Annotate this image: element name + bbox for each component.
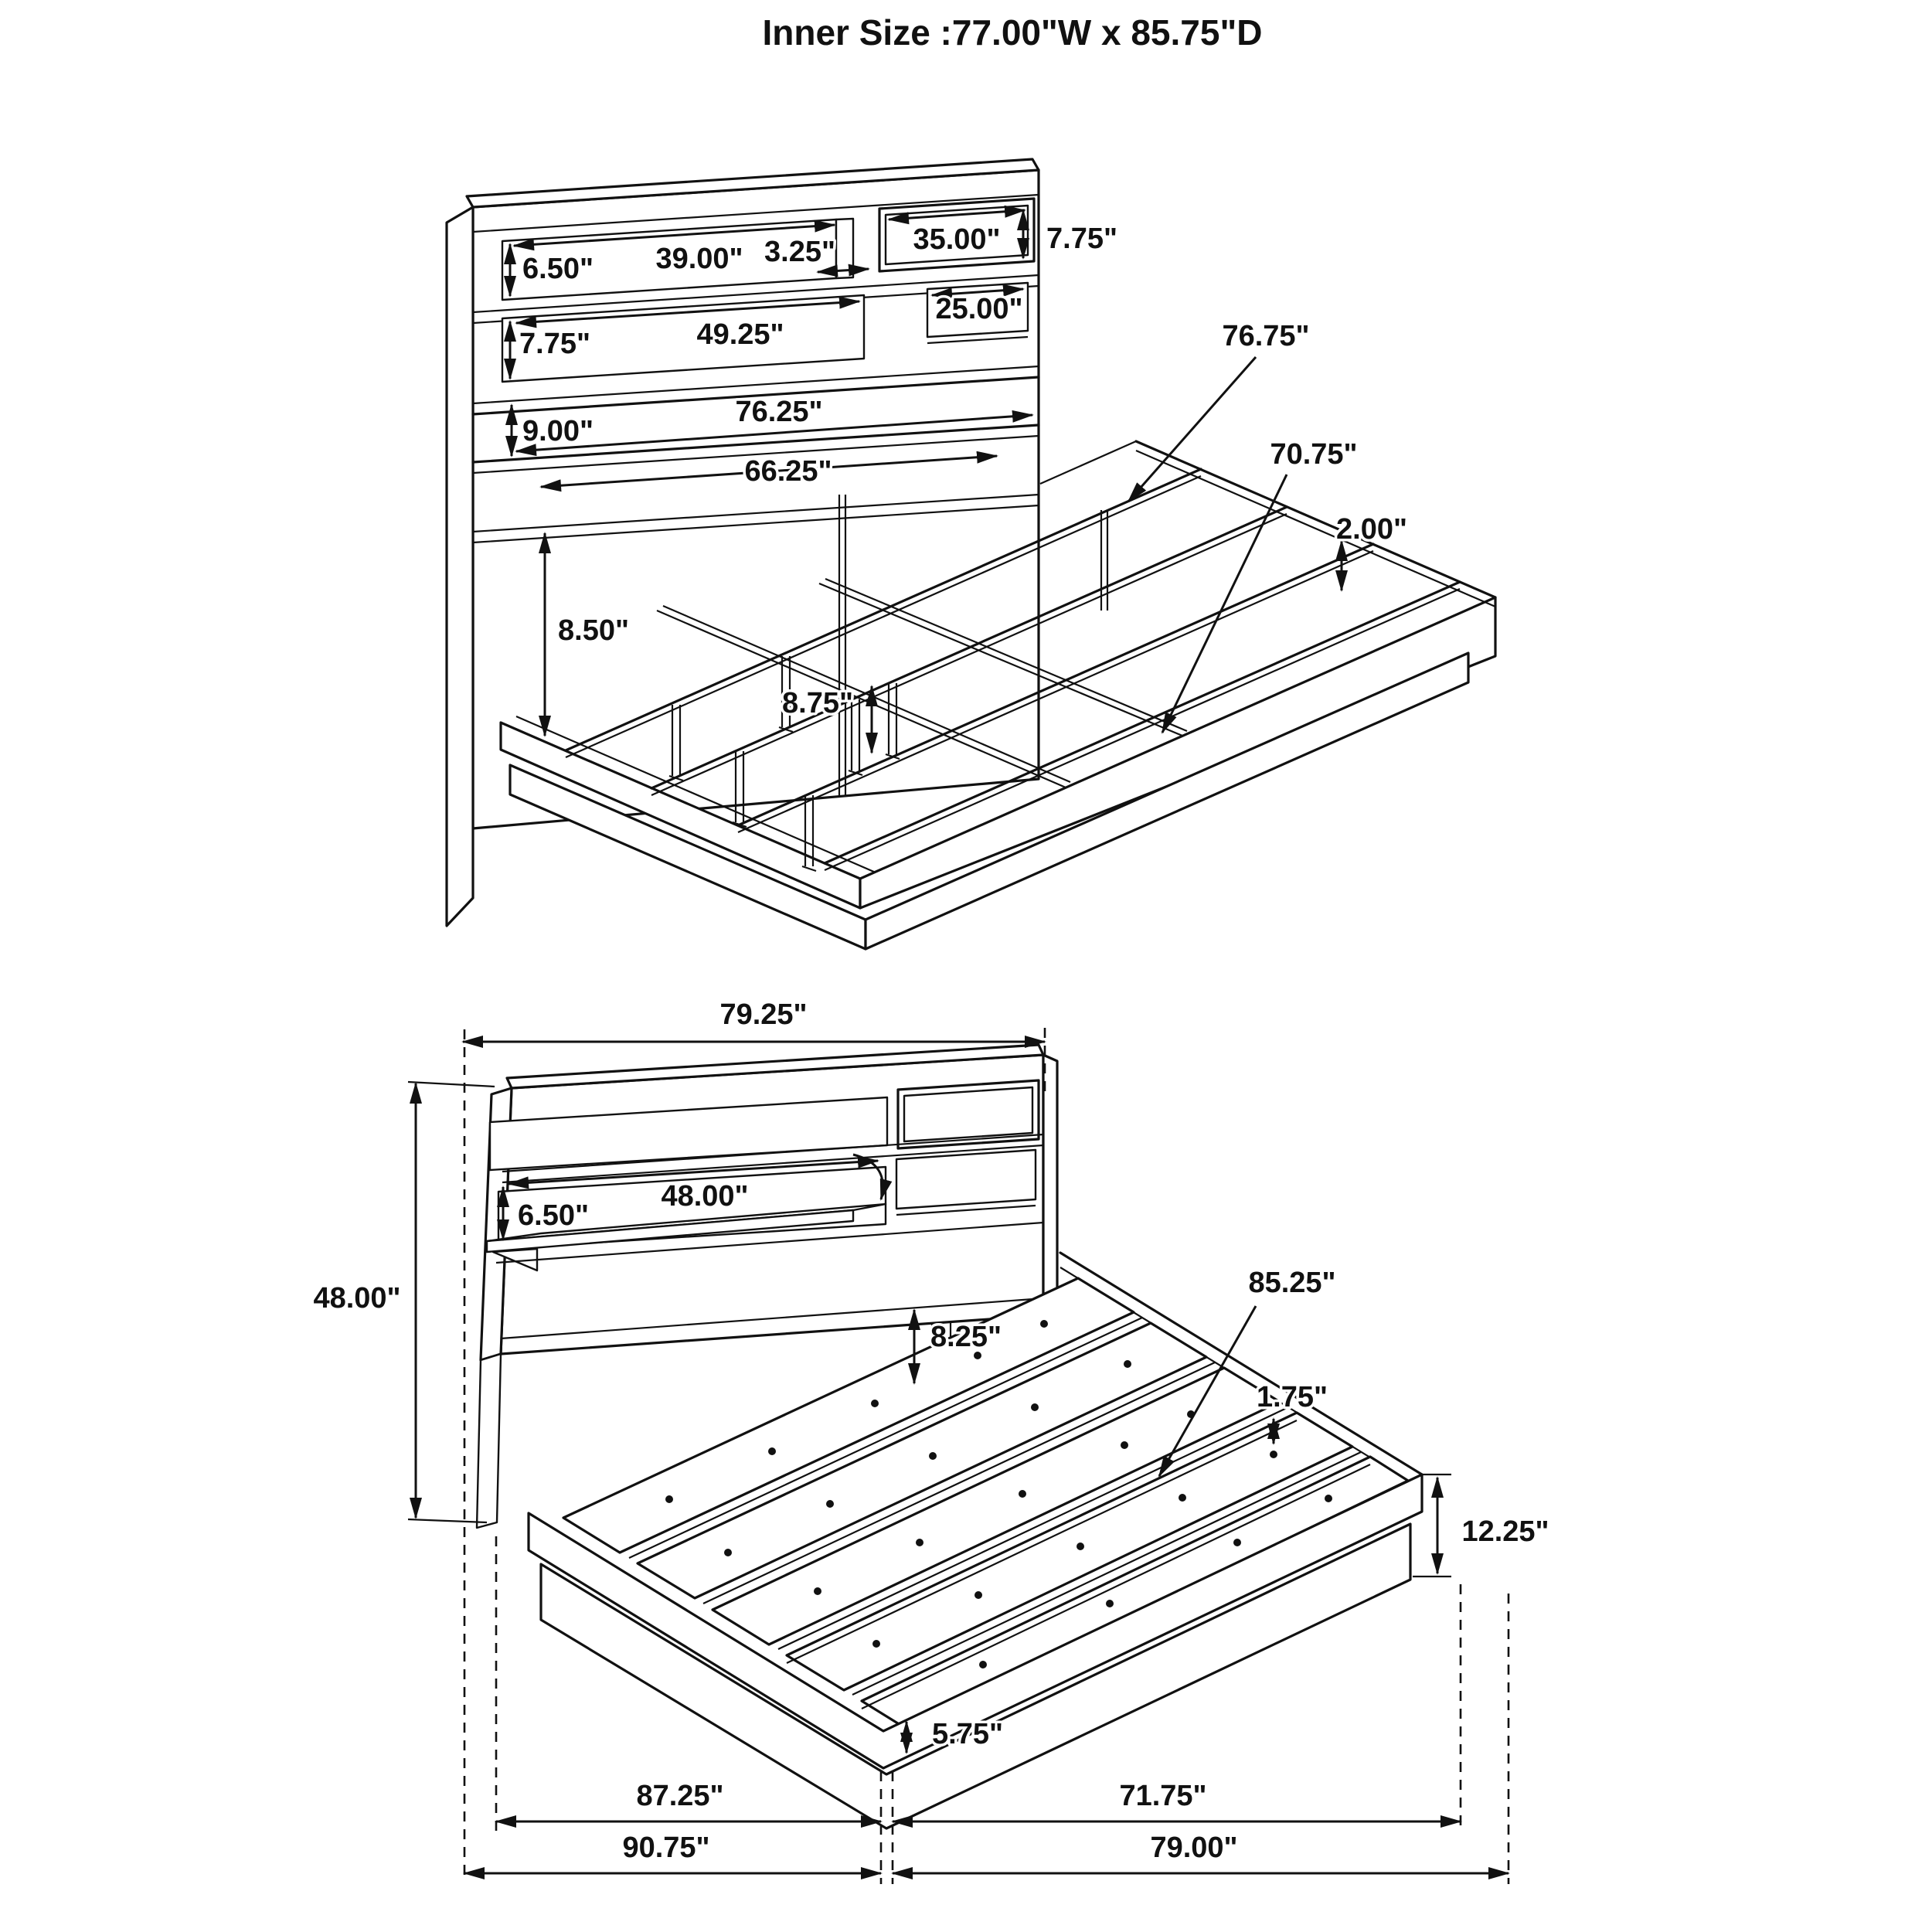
gap-rails xyxy=(628,1317,1362,1696)
dim-band-height-label: 9.00" xyxy=(522,415,594,447)
dim-cubby-height-label: 7.75" xyxy=(1046,223,1117,255)
bottom-view-platform xyxy=(527,1251,1423,1830)
headboard-right-side xyxy=(1042,1053,1059,1323)
lower-panel-bottom-line xyxy=(500,1297,1044,1340)
platform-height-ticks xyxy=(1413,1473,1451,1578)
dim-headboard-height-label: 48.00" xyxy=(313,1282,400,1315)
dim-cubby-width-arrow xyxy=(887,205,1026,225)
dim-cubby-width-label: 35.00" xyxy=(913,223,1000,256)
far-rail-top-edge xyxy=(1134,440,1497,599)
slat-plank-1 xyxy=(562,1277,1135,1554)
dim-lower-width-label: 66.25" xyxy=(744,455,832,488)
dim-inner-width-label: 71.75" xyxy=(1119,1780,1206,1812)
headboard-left-side xyxy=(445,206,474,927)
headboard-left-leg xyxy=(475,1352,502,1529)
head-rail-edge xyxy=(1039,440,1137,485)
shelf-line xyxy=(472,365,1039,405)
dim-band-width-label: 76.25" xyxy=(735,396,822,428)
dim-headboard-width-label: 79.25" xyxy=(719,998,807,1031)
dim-outer-length-label: 90.75" xyxy=(622,1832,709,1864)
niche-opening xyxy=(895,1148,1037,1210)
shelf-divider xyxy=(835,217,855,280)
dim-side-rail-label: 76.75" xyxy=(1222,320,1309,352)
lower-panel-top-line xyxy=(495,1221,1044,1264)
lower-band-line2 xyxy=(472,504,1039,544)
band-top-line xyxy=(471,376,1040,416)
dim-base-tip-label: 5.75" xyxy=(932,1718,1003,1750)
slat-plank-3 xyxy=(711,1366,1281,1646)
dim-shelf2-width-label: 49.25" xyxy=(696,318,784,351)
height-extension-ticks xyxy=(407,1080,495,1524)
slat-plank-4 xyxy=(785,1411,1354,1692)
dim-door-width-label: 48.00" xyxy=(661,1180,748,1213)
top-view-dimensions: 6.50" 39.00" 3.25" 35.00" 7.75" 25.00" 7… xyxy=(504,205,1410,754)
dim-slat-length-label: 85.25" xyxy=(1248,1267,1335,1299)
far-rail-top-edge xyxy=(1059,1251,1423,1476)
far-rail-inner-edge xyxy=(1135,449,1496,608)
headboard-top-edge xyxy=(465,158,1040,209)
dim-niche-width-arrow xyxy=(930,284,1025,301)
dim-shelf2-height-label: 7.75" xyxy=(519,328,590,360)
dim-leg-height-label: 8.75" xyxy=(782,687,853,719)
niche-shelf-line xyxy=(927,335,1029,345)
metal-cross-rails-lower-edges xyxy=(565,474,1461,872)
metal-cross-rails xyxy=(564,468,1461,865)
drop-door-edge xyxy=(485,1209,855,1253)
plank-screw-holes xyxy=(665,1320,1332,1668)
dim-slat-thickness-label: 1.75" xyxy=(1257,1381,1328,1413)
dim-side-rail-leader xyxy=(1127,356,1257,503)
dim-niche-width-label: 25.00" xyxy=(935,293,1022,325)
bottom-view-bed-drawing xyxy=(475,1043,1423,1830)
dim-center-rail-leader xyxy=(1161,474,1288,734)
bottom-view-dimensions: 79.25" 48.00" 48.00" 6.50" 8.25" 85.25" … xyxy=(311,996,1552,1884)
left-rail-inner-edge xyxy=(515,715,876,874)
dim-divider-label: 3.25" xyxy=(764,236,835,268)
dim-outer-width-label: 79.00" xyxy=(1150,1832,1237,1864)
dim-door-width-arrow xyxy=(507,1155,879,1189)
dim-shelf1-width-label: 39.00" xyxy=(655,243,743,275)
top-view-bed-drawing xyxy=(445,158,1497,951)
lower-band-line xyxy=(472,493,1039,533)
dim-rail-thickness-label: 2.00" xyxy=(1336,513,1407,546)
page-title: Inner Size :77.00"W x 85.75"D xyxy=(762,12,1262,53)
dim-shelf1-height-label: 6.50" xyxy=(522,253,594,285)
foot-rail-face xyxy=(859,596,1497,910)
dim-band-width-arrow xyxy=(515,410,1034,457)
plank-thickness-lines xyxy=(786,1420,1371,1709)
dim-shelf1-width-arrow xyxy=(512,219,836,251)
dim-lower-width-arrow xyxy=(539,451,998,492)
dim-door-height-label: 6.50" xyxy=(518,1199,589,1232)
platform-right-caps xyxy=(1409,1475,1423,1580)
cubby-box-inner xyxy=(903,1086,1034,1143)
extension-dashed-lines xyxy=(463,1028,1510,1884)
headboard-posts xyxy=(838,495,1109,796)
slat-plank-2 xyxy=(636,1321,1208,1600)
foot-plinth-face xyxy=(864,651,1470,951)
dim-rail-gap-label: 8.50" xyxy=(558,614,629,647)
dim-slat-length-leader xyxy=(1158,1305,1257,1478)
dim-divider-arrow xyxy=(816,264,870,277)
top-view-platform xyxy=(499,440,1497,951)
dim-inner-length-label: 87.25" xyxy=(636,1780,723,1812)
niche-shelf-line xyxy=(896,1204,1036,1216)
dim-center-rail-label: 70.75" xyxy=(1270,438,1357,471)
dim-shelf2-width-arrow xyxy=(515,296,861,328)
dim-leg-clearance-label: 8.25" xyxy=(930,1321,1002,1353)
dim-platform-height-label: 12.25" xyxy=(1461,1515,1549,1548)
